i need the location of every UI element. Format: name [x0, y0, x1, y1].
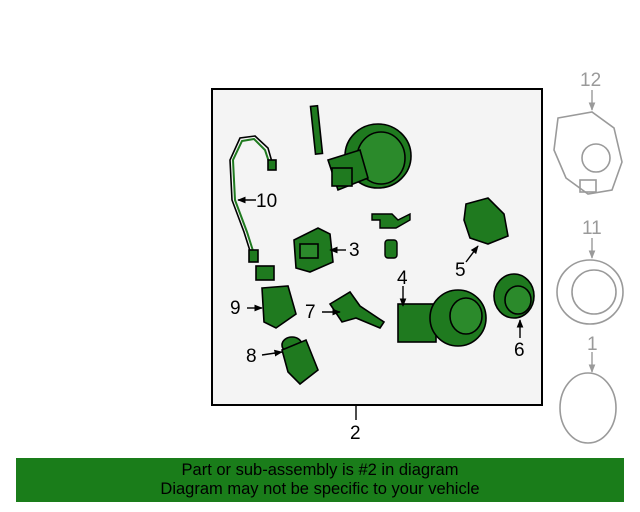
- part-8-sensor[interactable]: [281, 336, 319, 386]
- callout-11: 11: [582, 218, 602, 239]
- part-12-assembly-grey[interactable]: [553, 111, 623, 195]
- leader-lines: [237, 196, 524, 420]
- callout-1: 1: [587, 334, 598, 355]
- banner-line-2: Diagram may not be specific to your vehi…: [160, 480, 480, 498]
- part-9-connector[interactable]: [255, 265, 297, 329]
- callout-6: 6: [514, 340, 525, 361]
- part-11-housing-grey[interactable]: [556, 259, 624, 325]
- part-7-lever[interactable]: [328, 290, 386, 329]
- part-10-release-cable[interactable]: [229, 135, 277, 263]
- callout-10: 10: [256, 191, 277, 212]
- callout-3: 3: [349, 240, 360, 261]
- callout-2: 2: [350, 423, 361, 444]
- callout-9: 9: [230, 298, 241, 319]
- callout-8: 8: [246, 346, 257, 367]
- part-1-gasket-grey[interactable]: [559, 372, 617, 444]
- part-3-actuator[interactable]: [293, 227, 334, 273]
- part-6-cap[interactable]: [493, 273, 535, 319]
- info-banner: Part or sub-assembly is #2 in diagram Di…: [16, 458, 624, 502]
- part-bracket[interactable]: [371, 212, 411, 259]
- part-4-lock-cylinder[interactable]: [397, 289, 487, 347]
- banner-line-1: Part or sub-assembly is #2 in diagram: [181, 461, 459, 479]
- callout-4: 4: [397, 268, 408, 289]
- part-housing-assembly[interactable]: [309, 104, 412, 192]
- part-5-shield[interactable]: [463, 197, 509, 245]
- callout-5: 5: [455, 260, 466, 281]
- callout-12: 12: [580, 70, 601, 91]
- callout-7: 7: [305, 302, 316, 323]
